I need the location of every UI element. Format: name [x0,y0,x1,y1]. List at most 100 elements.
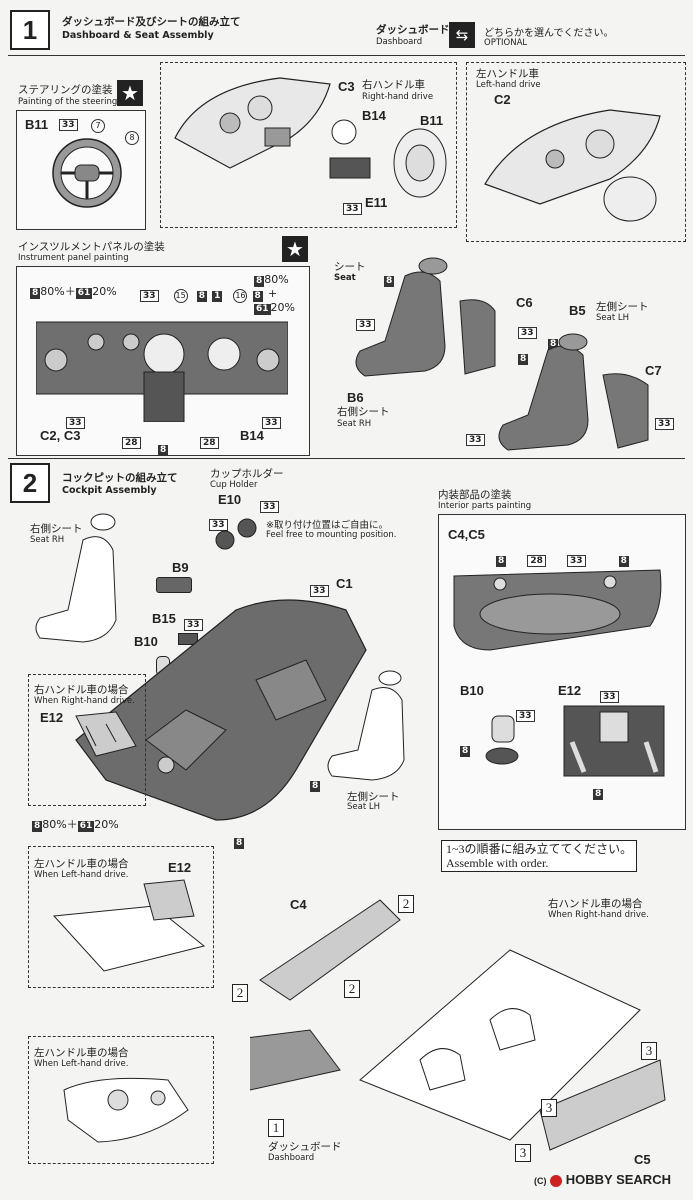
order-2-b: 2 [232,982,248,1002]
rh-case-box [28,674,146,806]
part-b14-bottom-label: B14 [240,428,264,443]
part-c2-c3-label: C2, C3 [40,428,81,443]
lh-case-drawing [52,879,206,972]
lh-case-bottom-jp: 左ハンドル車の場合 [34,1047,129,1059]
b10-interior-drawing [485,715,519,765]
lh-dashboard-option [466,62,686,242]
order-3-b: 3 [541,1097,557,1117]
seat-33-b: 33 [518,320,537,339]
order-3-c: 3 [515,1142,531,1162]
cup-33-b: 33 [209,512,228,531]
dashboard-bottom-jp: ダッシュボード [268,1141,342,1153]
order-2-c: 2 [344,978,360,998]
door-panel-drawing [453,569,662,651]
part-c4-label: C4 [290,897,307,912]
step2-seat-rh-drawing [35,513,117,643]
lh-case-bottom-box [28,1036,214,1164]
lh-case-en: When Left-hand drive. [34,870,129,880]
lh-dashboard-drawing [484,109,661,222]
e12-interior-drawing [563,705,665,777]
seat-en: Seat [334,273,356,283]
rh-case-bottom-jp: 右ハンドル車の場合 [548,898,643,910]
step2-seat-lh-en: Seat LH [347,802,380,812]
steering-panel: B11 33 7 8 [16,110,146,230]
part-c6-label: C6 [516,295,533,310]
part-e12-interior-label: E12 [558,683,582,698]
step2-seat-lh-drawing [327,670,405,781]
instrument-28-right: 28 [200,430,219,449]
part-c2-label: C2 [494,92,511,107]
assemble-order-en: Assemble with order. [446,856,549,870]
mount-note-jp: ※取り付け位置はご自由に。 [266,520,388,531]
part-c7-label: C7 [645,363,662,378]
seat-rh-drawing [355,257,496,377]
seat-33-c: 33 [655,411,674,430]
rh-steering-drawing [329,119,447,198]
steering-wheel-drawing [52,138,122,208]
interior-painting-jp: 内装部品の塗装 [438,489,512,501]
rh-dashboard-option [160,62,457,228]
seat-8-c: 8 [518,354,529,365]
lh-drive-en: Left-hand drive [476,80,541,90]
part-b10-interior-label: B10 [460,683,484,698]
instrument-painting-jp: インスツルメントパネルの塗装 [18,241,165,253]
step-1-title-jp: ダッシュボード及びシートの組み立て [62,16,241,28]
optional-dashboard-en: Dashboard [376,37,423,47]
paint-33-badge: 33 [59,119,78,131]
instrument-8-bottom: 8 [158,445,169,456]
instrument-top-badges: 33 15 8 1 16 8 [140,283,263,303]
part-c1-label: C1 [336,576,353,591]
mount-note-en: Feel free to mounting position. [266,530,397,540]
instrument-33-left: 33 [66,410,85,429]
rh-drive-jp: 右ハンドル車 [362,79,425,91]
part-b6-label: B6 [347,390,364,405]
part-b10-label: B10 [134,634,158,649]
e12-33: 33 [600,684,619,703]
rh-case-en: When Right-hand drive. [34,696,135,706]
part-e12-lh-label: E12 [168,860,192,875]
part-b11-label: B11 [25,117,49,132]
step-1-title-en: Dashboard & Seat Assembly [62,30,214,41]
order-1: 1 [268,1117,284,1137]
paint-7-badge: 7 [91,119,105,133]
instrument-panel-drawing [36,321,288,422]
instrument-33-right: 33 [262,410,281,429]
rh-case-bottom-en: When Right-hand drive. [548,910,649,920]
seat-lh-jp: 左側シート [596,301,649,313]
part-b9-label: B9 [172,560,189,575]
part-b5-label: B5 [569,303,586,318]
seat-lh-en: Seat LH [596,313,629,323]
cockpit-8-a: 8 [310,781,321,792]
b15-33: 33 [184,612,203,631]
star-icon-2: ★ [282,236,308,262]
steering-painting-en: Painting of the steering [18,97,118,107]
swap-arrows-icon: ⇆ [449,22,475,48]
seat-lh-drawing [498,333,649,451]
instrument-painting-en: Instrument panel painting [18,253,129,263]
step-2-title-jp: コックピットの組み立て [62,472,178,484]
part-e10-label: E10 [218,492,242,507]
cockpit-tub-drawing [75,599,367,821]
e12-rh-drawing [75,711,137,757]
instrument-28-left: 28 [122,430,141,449]
seat-8-b: 8 [548,339,559,350]
c1-33: 33 [310,578,329,597]
seat-rh-jp: 右側シート [337,406,390,418]
bottom-assembly-drawing [250,899,666,1151]
cockpit-8-b: 8 [234,838,245,849]
seat-jp: シート [334,261,366,273]
hobby-search-logo-icon [550,1174,563,1187]
cup-holder-en: Cup Holder [210,480,258,490]
lh-drive-jp: 左ハンドル車 [476,68,539,80]
b15-part-shape [178,633,198,645]
step-1-number: 1 [10,10,50,50]
star-icon: ★ [117,80,143,106]
step2-seat-lh-jp: 左側シート [347,791,400,803]
rh-case-jp: 右ハンドル車の場合 [34,684,129,696]
part-c4c5-label: C4,C5 [448,527,485,542]
interior-parts-panel [438,514,686,830]
b10-33: 33 [516,703,535,722]
